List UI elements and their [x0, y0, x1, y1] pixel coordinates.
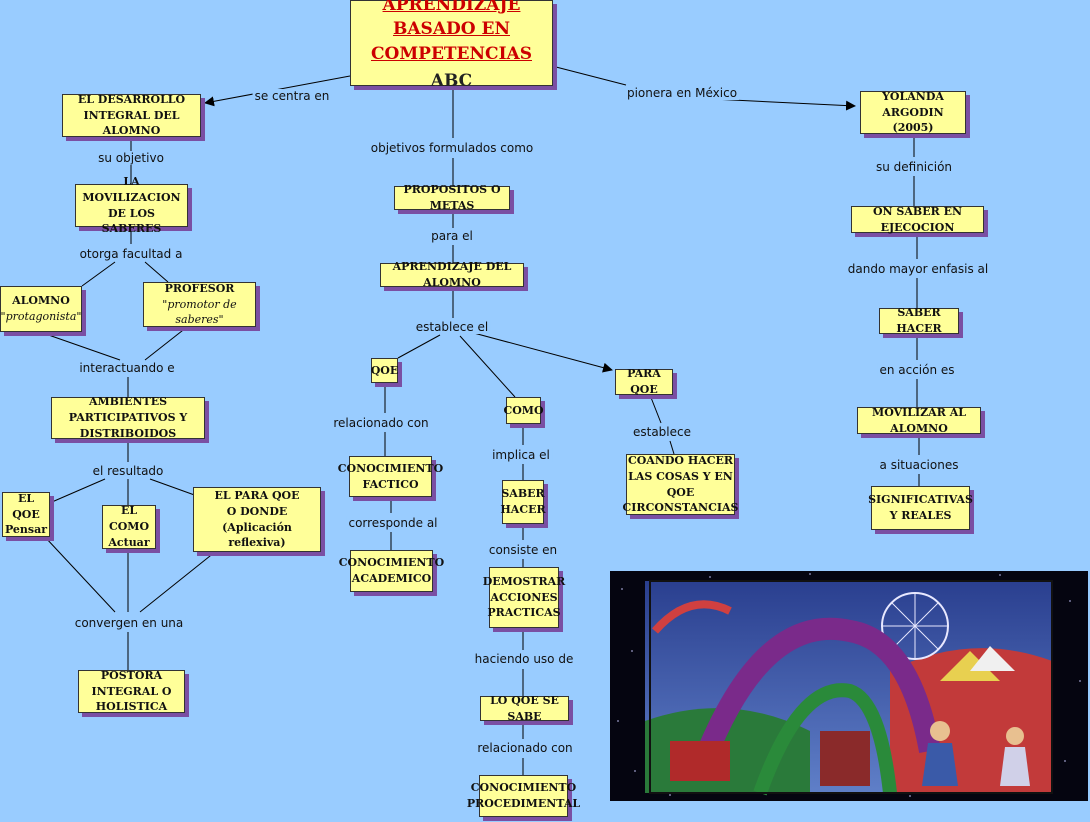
node-movilizacion-saberes: LA MOVILIZACION DE LOS SABERES — [75, 175, 188, 235]
label-convergen: convergen en una — [72, 616, 186, 630]
label-su-objetivo: su objetivo — [96, 151, 166, 165]
label-establece: establece — [630, 425, 694, 439]
label-otorga: otorga facultad a — [77, 247, 185, 261]
label-dando-mayor: dando mayor enfasis al — [845, 262, 991, 276]
label-relacionado-con-2: relacionado con — [475, 741, 575, 755]
node-propositos: PROPOSITOS O METAS — [394, 183, 510, 212]
circus-illustration — [610, 571, 1088, 801]
node-conocimiento-academico: CONOCIMIENTO ACADEMICO — [339, 550, 444, 592]
label-objetivos: objetivos formulados como — [368, 141, 536, 155]
node-profesor-sub: "promotor de saberes" — [162, 297, 237, 327]
node-profesor: PROFESOR "promotor de saberes" — [143, 282, 256, 327]
node-desarrollo-integral: EL DESARROLLO INTEGRAL DEL ALOMNO — [62, 93, 201, 137]
node-como: COMO — [503, 397, 544, 424]
title-line-1: APRENDIZAJE BASADO EN — [382, 0, 521, 40]
label-consiste-en: consiste en — [486, 543, 560, 557]
node-yolanda-argodin: YOLANDA ARGODIN (2005) — [860, 90, 966, 134]
node-significativas-reales: SIGNIFICATIVAS Y REALES — [868, 486, 973, 530]
node-cuando-hacer: COANDO HACER LAS COSAS Y EN QOE CIRCONST… — [622, 453, 739, 515]
label-se-centra-en: se centra en — [252, 89, 332, 103]
node-que-pensar: EL QOE Pensar — [2, 492, 50, 537]
label-para-el: para el — [429, 229, 475, 243]
node-para-que-donde: EL PARA QOE O DONDE (Aplicación reflexiv… — [193, 487, 321, 552]
main-title-node: APRENDIZAJE BASADO EN COMPETENCIAS ABC — [350, 0, 553, 91]
label-establece-el: establece el — [413, 320, 491, 334]
node-saber-hacer-right: SABER HACER — [879, 306, 959, 335]
node-alumno: ALOMNO "protagonista" — [0, 286, 82, 332]
node-postura-integral: POSTORA INTEGRAL O HOLISTICA — [78, 669, 185, 713]
node-como-actuar: EL COMO Actuar — [102, 504, 156, 549]
node-que: QOE — [371, 358, 398, 383]
node-un-saber: ON SABER EN EJECOCION — [851, 205, 984, 234]
node-demostrar-acciones: DEMOSTRAR ACCIONES PRACTICAS — [483, 567, 565, 628]
node-para-que: PARA QOE — [615, 367, 673, 396]
title-line-3: ABC — [430, 70, 473, 91]
label-haciendo-uso: haciendo uso de — [472, 652, 576, 666]
node-alumno-title: ALOMNO — [12, 294, 70, 308]
title-line-2: COMPETENCIAS — [371, 44, 532, 64]
node-conocimiento-procedimental: CONOCIMIENTO PROCEDIMENTAL — [467, 775, 580, 817]
label-pionera: pionera en México — [624, 86, 740, 100]
label-corresponde-al: corresponde al — [346, 516, 440, 530]
node-para-que-donde-l2: O DONDE — [226, 504, 288, 518]
circus-fair-painting — [617, 573, 1081, 797]
node-lo-que-se-sabe: LO QOE SE SABE — [480, 694, 569, 723]
label-a-situaciones: a situaciones — [877, 458, 961, 472]
node-saber-hacer-middle: SABER HACER — [500, 480, 546, 524]
node-para-que-donde-l1: EL PARA QOE — [214, 488, 300, 502]
label-interactuando: interactuando e — [77, 361, 177, 375]
node-aprendizaje-alumno: APRENDIZAJE DEL ALOMNO — [380, 260, 524, 289]
label-relacionado-con-1: relacionado con — [331, 416, 431, 430]
label-implica-el: implica el — [490, 448, 552, 462]
node-ambientes: AMBIENTES PARTICIPATIVOS Y DISTRIBOIDOS — [51, 395, 205, 440]
node-conocimiento-factico: CONOCIMIENTO FACTICO — [338, 456, 443, 497]
label-el-resultado: el resultado — [90, 464, 166, 478]
node-movilizar-alumno: MOVILIZAR AL ALOMNO — [857, 406, 981, 435]
node-alumno-sub: "protagonista" — [0, 310, 82, 323]
node-profesor-title: PROFESOR — [164, 281, 235, 295]
node-para-que-donde-l3: (Aplicación reflexiva) — [222, 520, 292, 550]
label-en-accion: en acción es — [877, 363, 957, 377]
label-su-definicion: su definición — [873, 160, 955, 174]
